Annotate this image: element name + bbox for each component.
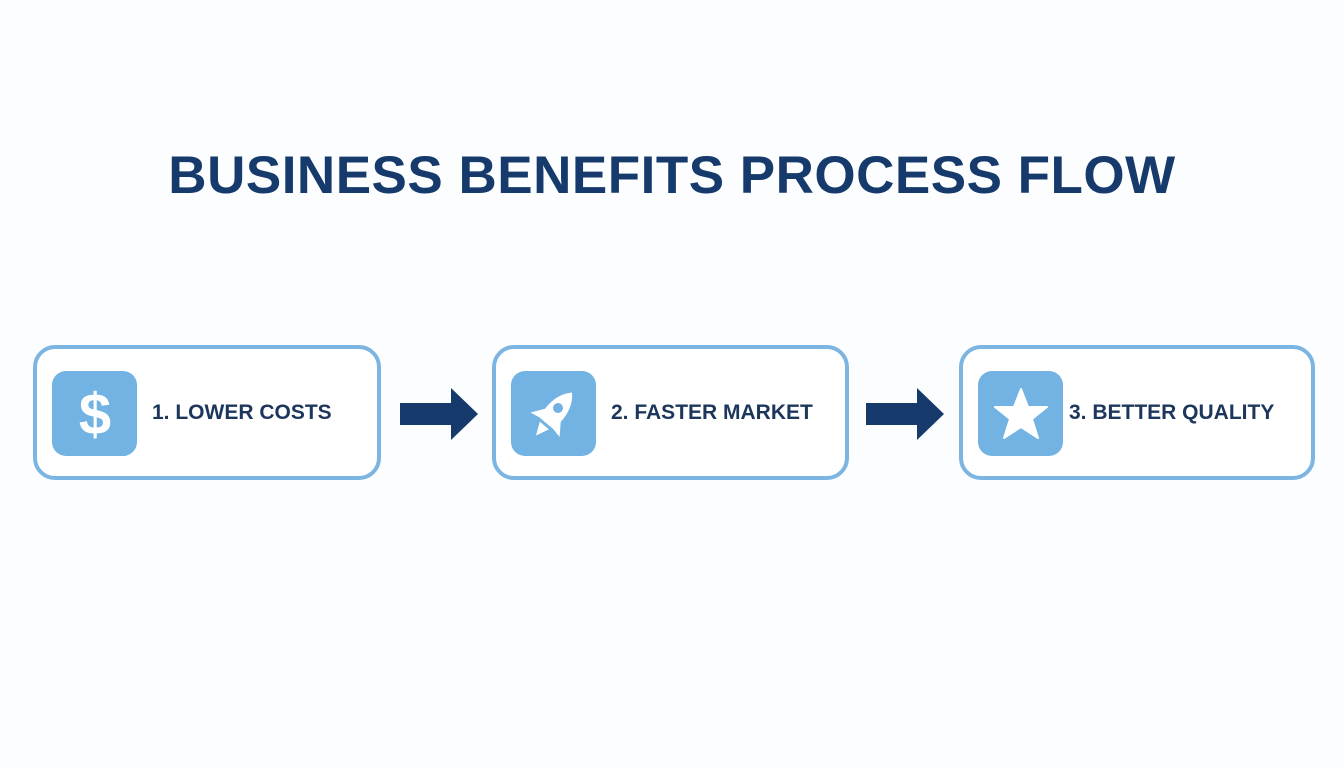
arrow-right-icon [400, 388, 480, 440]
step-faster-market: 2. FASTER MARKET [492, 345, 849, 480]
step-label: 3. BETTER QUALITY [1069, 401, 1275, 424]
step-label: 2. FASTER MARKET [611, 401, 813, 424]
diagram-title: BUSINESS BENEFITS PROCESS FLOW [168, 146, 1176, 205]
svg-text:$: $ [78, 384, 110, 444]
step-better-quality: 3. BETTER QUALITY [959, 345, 1315, 480]
step-label: 1. LOWER COSTS [152, 401, 332, 424]
dollar-icon: $ [52, 371, 137, 456]
star-icon [978, 371, 1063, 456]
arrow-right-icon [866, 388, 946, 440]
step-lower-costs: $ 1. LOWER COSTS [33, 345, 381, 480]
rocket-icon [511, 371, 596, 456]
